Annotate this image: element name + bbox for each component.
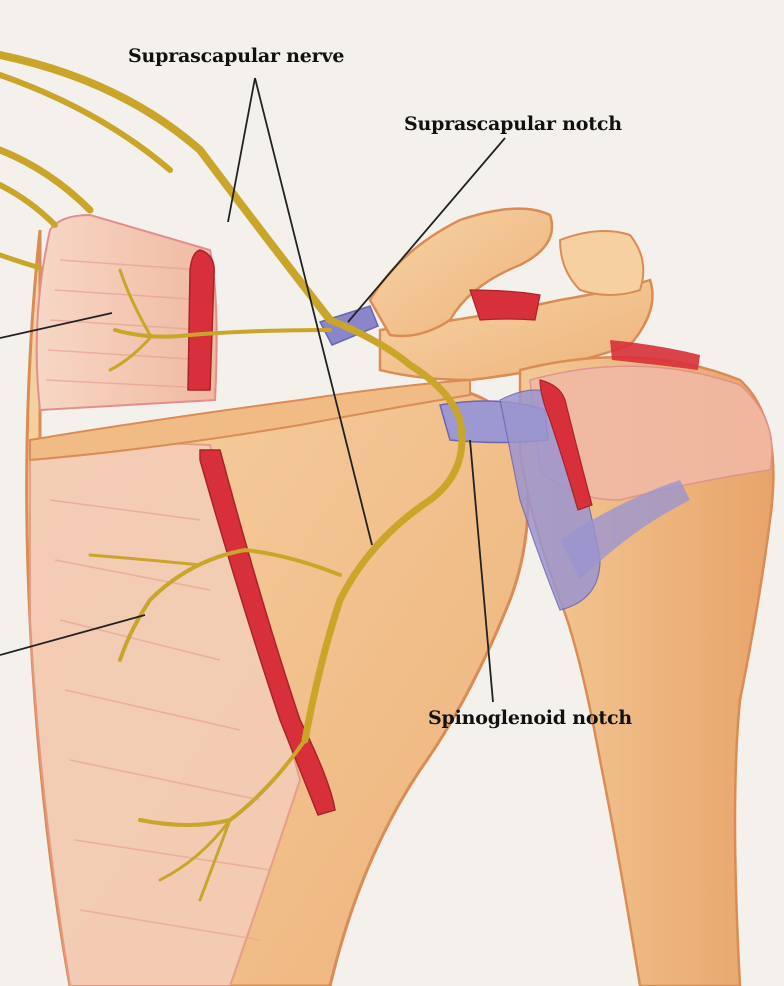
scapular-spine xyxy=(29,378,471,462)
posterior-humeral-artery xyxy=(539,379,593,511)
supraspinatus-muscle xyxy=(35,213,218,412)
leader-suprascapular-notch xyxy=(347,137,506,323)
capsule-extension xyxy=(560,480,690,580)
suprascapular-artery-upper xyxy=(187,249,215,391)
rotator-cuff-tendon xyxy=(529,365,773,501)
circumflex-artery xyxy=(469,289,541,321)
label-spinoglenoid-notch: Spinoglenoid notch xyxy=(428,707,632,729)
humeral-artery-branch xyxy=(610,340,700,370)
label-suprascapular-notch: Suprascapular notch xyxy=(404,113,622,135)
coracoid-tip xyxy=(558,230,645,296)
leader-nerve-left xyxy=(227,77,256,223)
coracoid-process xyxy=(368,207,554,338)
leader-spinoglenoid-notch xyxy=(469,439,494,703)
suprascapular-artery-lower xyxy=(199,449,336,816)
leader-infraspinatus xyxy=(0,614,146,656)
label-suprascapular-nerve: Suprascapular nerve xyxy=(128,45,345,67)
leader-supraspinatus xyxy=(0,312,113,339)
leader-lines xyxy=(0,77,506,703)
leader-nerve-right xyxy=(254,77,373,546)
nerve-trunks xyxy=(0,51,466,902)
